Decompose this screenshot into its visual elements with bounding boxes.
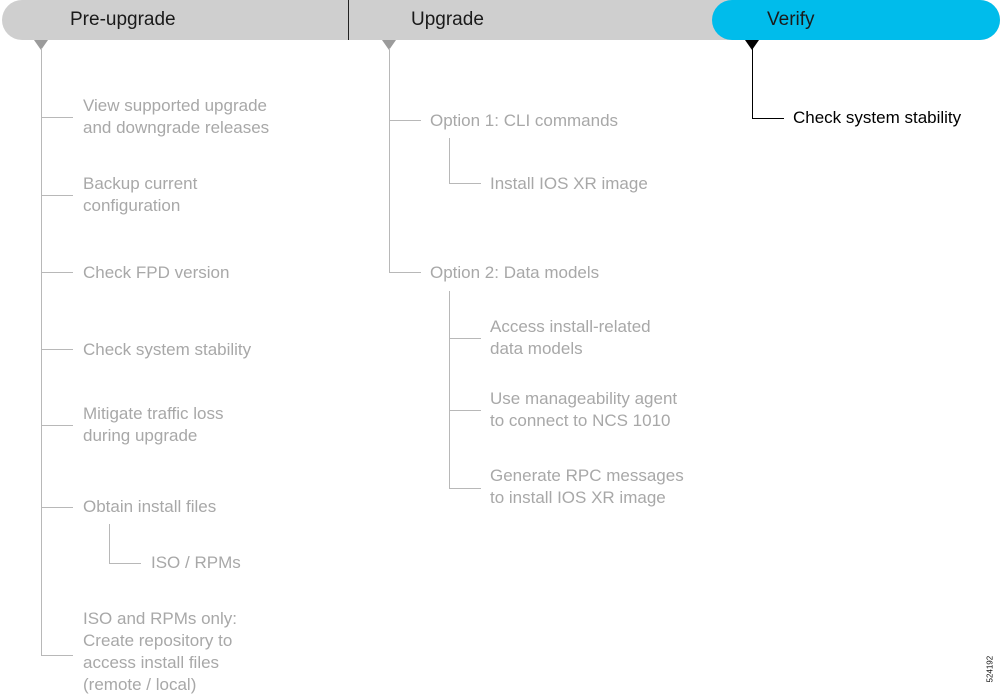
- pre-step-mitigate-loss: Mitigate traffic loss during upgrade: [83, 404, 224, 445]
- phase-verify: Verify: [767, 9, 815, 30]
- option2-trunk: [449, 291, 450, 489]
- connector: [41, 425, 73, 426]
- connector: [449, 488, 481, 489]
- option1-trunk: [449, 138, 450, 184]
- option2-generate-rpc: Generate RPC messages to install IOS XR …: [490, 466, 684, 507]
- phase-verify-highlight: [712, 0, 1000, 40]
- connector: [41, 655, 73, 656]
- option1-install-image: Install IOS XR image: [490, 174, 648, 193]
- option2-access-models: Access install-related data models: [490, 317, 651, 358]
- connector: [41, 195, 73, 196]
- phase-pre-upgrade: Pre-upgrade: [70, 9, 176, 30]
- connector: [449, 410, 481, 411]
- pre-step-check-fpd: Check FPD version: [83, 263, 230, 282]
- pre-step-backup-config: Backup current configuration: [83, 174, 198, 215]
- verify-check-stability: Check system stability: [793, 108, 962, 127]
- connector: [41, 349, 73, 350]
- upgrade-option2: Option 2: Data models: [430, 263, 600, 282]
- pre-upgrade-trunk: [41, 48, 42, 656]
- pre-substep-iso-rpms: ISO / RPMs: [151, 553, 241, 572]
- option2-manageability-agent: Use manageability agent to connect to NC…: [490, 389, 678, 430]
- verify-pointer: [745, 40, 759, 50]
- substep-trunk: [109, 524, 110, 564]
- connector: [109, 563, 141, 564]
- connector: [449, 183, 481, 184]
- figure-id: 524192: [985, 655, 995, 683]
- pre-step-check-stability: Check system stability: [83, 340, 252, 359]
- pre-step-view-releases: View supported upgrade and downgrade rel…: [83, 96, 270, 137]
- phase-divider: [348, 0, 349, 40]
- upgrade-option1: Option 1: CLI commands: [430, 111, 619, 130]
- connector: [41, 272, 73, 273]
- upgrade-pointer: [382, 40, 396, 50]
- connector: [389, 272, 421, 273]
- connector: [389, 120, 421, 121]
- pre-upgrade-pointer: [34, 40, 48, 50]
- connector: [41, 117, 73, 118]
- pre-step-obtain-files: Obtain install files: [83, 497, 217, 516]
- upgrade-trunk: [389, 48, 390, 273]
- connector: [752, 118, 784, 119]
- verify-trunk: [752, 48, 753, 118]
- connector: [449, 338, 481, 339]
- connector: [41, 507, 73, 508]
- pre-step-create-repo: ISO and RPMs only: Create repository to …: [83, 609, 238, 694]
- phase-upgrade: Upgrade: [411, 9, 484, 30]
